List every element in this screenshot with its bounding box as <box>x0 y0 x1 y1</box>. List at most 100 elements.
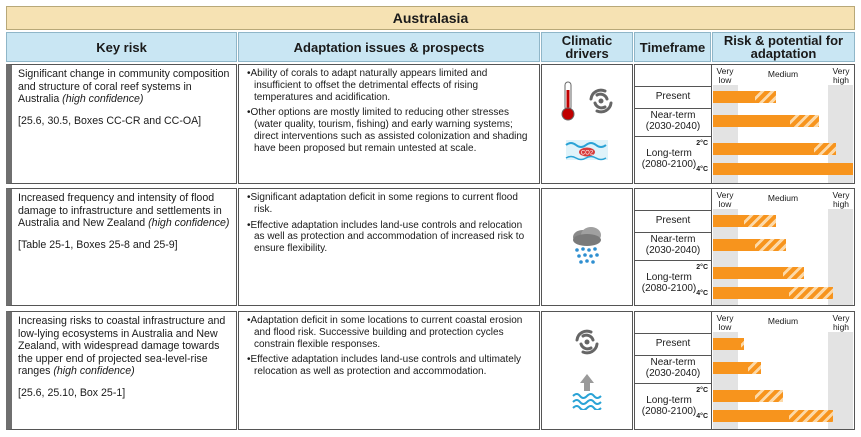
issues-list: Ability of corals to adapt naturally app… <box>247 68 531 155</box>
timeframe-divider <box>711 189 712 305</box>
risk-bar-with-adaptation <box>713 215 744 227</box>
scale-very-high: Very high <box>832 66 850 85</box>
scale-very-low: Very low <box>716 313 734 332</box>
scale-medium: Medium <box>767 69 799 79</box>
risk-bar-potential-reduction <box>755 91 776 103</box>
key-risk-text: Significant change in community composit… <box>18 68 230 106</box>
risk-bar-potential-reduction <box>755 390 783 402</box>
header-adaptation: Adaptation issues & prospects <box>238 32 540 62</box>
header-drivers: Climatic drivers <box>541 32 633 62</box>
timeframe-divider <box>711 312 712 429</box>
timeframe-present: Present <box>655 215 691 226</box>
separator <box>635 86 711 87</box>
timeframe-present: Present <box>655 338 691 349</box>
heavy-precipitation-icon <box>569 225 605 270</box>
risk-bar-with-adaptation <box>713 115 790 127</box>
climatic-drivers-cell <box>541 311 633 430</box>
cyclone-icon <box>572 327 602 362</box>
header-key-risk: Key risk <box>6 32 237 62</box>
timeframe-long-term: Long-term (2080-2100) <box>641 395 697 417</box>
separator <box>635 108 711 109</box>
label-2c: 2°C <box>696 264 708 271</box>
issue-item: Other options are mostly limited to redu… <box>247 107 531 154</box>
risk-bar-potential-reduction <box>748 362 761 374</box>
separator <box>635 210 711 211</box>
issue-item: Ability of corals to adapt naturally app… <box>247 68 531 103</box>
ocean-acidification-icon: CO2 <box>565 137 609 168</box>
thermometer-icon <box>558 80 578 127</box>
issue-item: Adaptation deficit in some locations to … <box>247 315 531 350</box>
risk-bar-with-adaptation <box>713 91 755 103</box>
climatic-drivers-cell <box>541 188 633 306</box>
risk-bar-with-adaptation <box>713 143 814 155</box>
key-risk-cell: Increasing risks to coastal infrastructu… <box>6 311 237 430</box>
references: [25.6, 30.5, Boxes CC-CR and CC-OA] <box>18 114 202 127</box>
key-risk-text: Increasing risks to coastal infrastructu… <box>18 315 226 378</box>
region-title: Australasia <box>6 6 855 30</box>
svg-text:CO2: CO2 <box>581 151 594 157</box>
risk-bar-with-adaptation <box>713 239 755 251</box>
scale-medium: Medium <box>767 316 799 326</box>
label-4c: 4°C <box>696 413 708 420</box>
key-risk-cell: Significant change in community composit… <box>6 64 237 184</box>
scale-very-high: Very high <box>832 313 850 332</box>
scale-very-low: Very low <box>716 66 734 85</box>
risk-bar-with-adaptation <box>713 390 755 402</box>
issues-list: Significant adaptation deficit in some r… <box>247 192 531 255</box>
risk-bar-potential-reduction <box>783 267 804 279</box>
issue-item: Effective adaptation includes land-use c… <box>247 220 531 255</box>
label-4c: 4°C <box>696 290 708 297</box>
confidence-label: (high confidence) <box>62 93 144 106</box>
cyclone-icon <box>586 86 616 121</box>
climatic-drivers-cell: CO2 <box>541 64 633 184</box>
issue-item: Significant adaptation deficit in some r… <box>247 192 531 216</box>
risk-bar-with-adaptation <box>713 163 853 175</box>
risk-bar-potential-reduction <box>743 215 776 227</box>
risk-bar-potential-reduction <box>813 143 837 155</box>
risk-bar-with-adaptation <box>713 287 789 299</box>
risk-bar-potential-reduction <box>755 239 786 251</box>
confidence-label: (high confidence) <box>148 217 230 230</box>
driver-icon-row <box>558 80 616 127</box>
separator <box>635 333 711 334</box>
risk-bar-potential-reduction <box>741 338 744 350</box>
scale-very-high: Very high <box>832 190 850 209</box>
timeframe-divider <box>711 65 712 183</box>
risk-bar-with-adaptation <box>713 362 748 374</box>
adaptation-issues-cell: Adaptation deficit in some locations to … <box>238 311 540 430</box>
risk-bar-with-adaptation <box>713 267 783 279</box>
timeframe-near-term: Near-term (2030-2040) <box>645 110 701 132</box>
risk-bar-with-adaptation <box>713 338 741 350</box>
label-4c: 4°C <box>696 166 708 173</box>
separator <box>635 260 711 261</box>
risk-bar-potential-reduction <box>788 410 834 422</box>
confidence-label: (high confidence) <box>53 365 135 378</box>
risk-bar-potential-reduction <box>790 115 820 127</box>
timeframe-present: Present <box>655 91 691 102</box>
scale-medium: Medium <box>767 193 799 203</box>
references: [Table 25-1, Boxes 25-8 and 25-9] <box>18 238 178 251</box>
separator <box>635 355 711 356</box>
timeframe-long-term: Long-term (2080-2100) <box>641 148 697 170</box>
header-timeframe: Timeframe <box>634 32 711 62</box>
references: [25.6, 25.10, Box 25-1] <box>18 386 126 399</box>
scale-very-low: Very low <box>716 190 734 209</box>
timeframe-long-term: Long-term (2080-2100) <box>641 272 697 294</box>
timeframe-near-term: Near-term (2030-2040) <box>645 357 701 379</box>
risk-bar-with-adaptation <box>713 410 789 422</box>
key-risk-cell: Increased frequency and intensity of flo… <box>6 188 237 306</box>
header-risk-potential: Risk & potential for adaptation <box>712 32 855 62</box>
timeframe-near-term: Near-term (2030-2040) <box>645 234 701 256</box>
label-2c: 2°C <box>696 140 708 147</box>
issues-list: Adaptation deficit in some locations to … <box>247 315 531 378</box>
sea-level-rise-icon <box>571 372 603 415</box>
adaptation-issues-cell: Significant adaptation deficit in some r… <box>238 188 540 306</box>
risk-bar-potential-reduction <box>788 287 834 299</box>
separator <box>635 136 711 137</box>
issue-item: Effective adaptation includes land-use c… <box>247 354 531 378</box>
label-2c: 2°C <box>696 387 708 394</box>
